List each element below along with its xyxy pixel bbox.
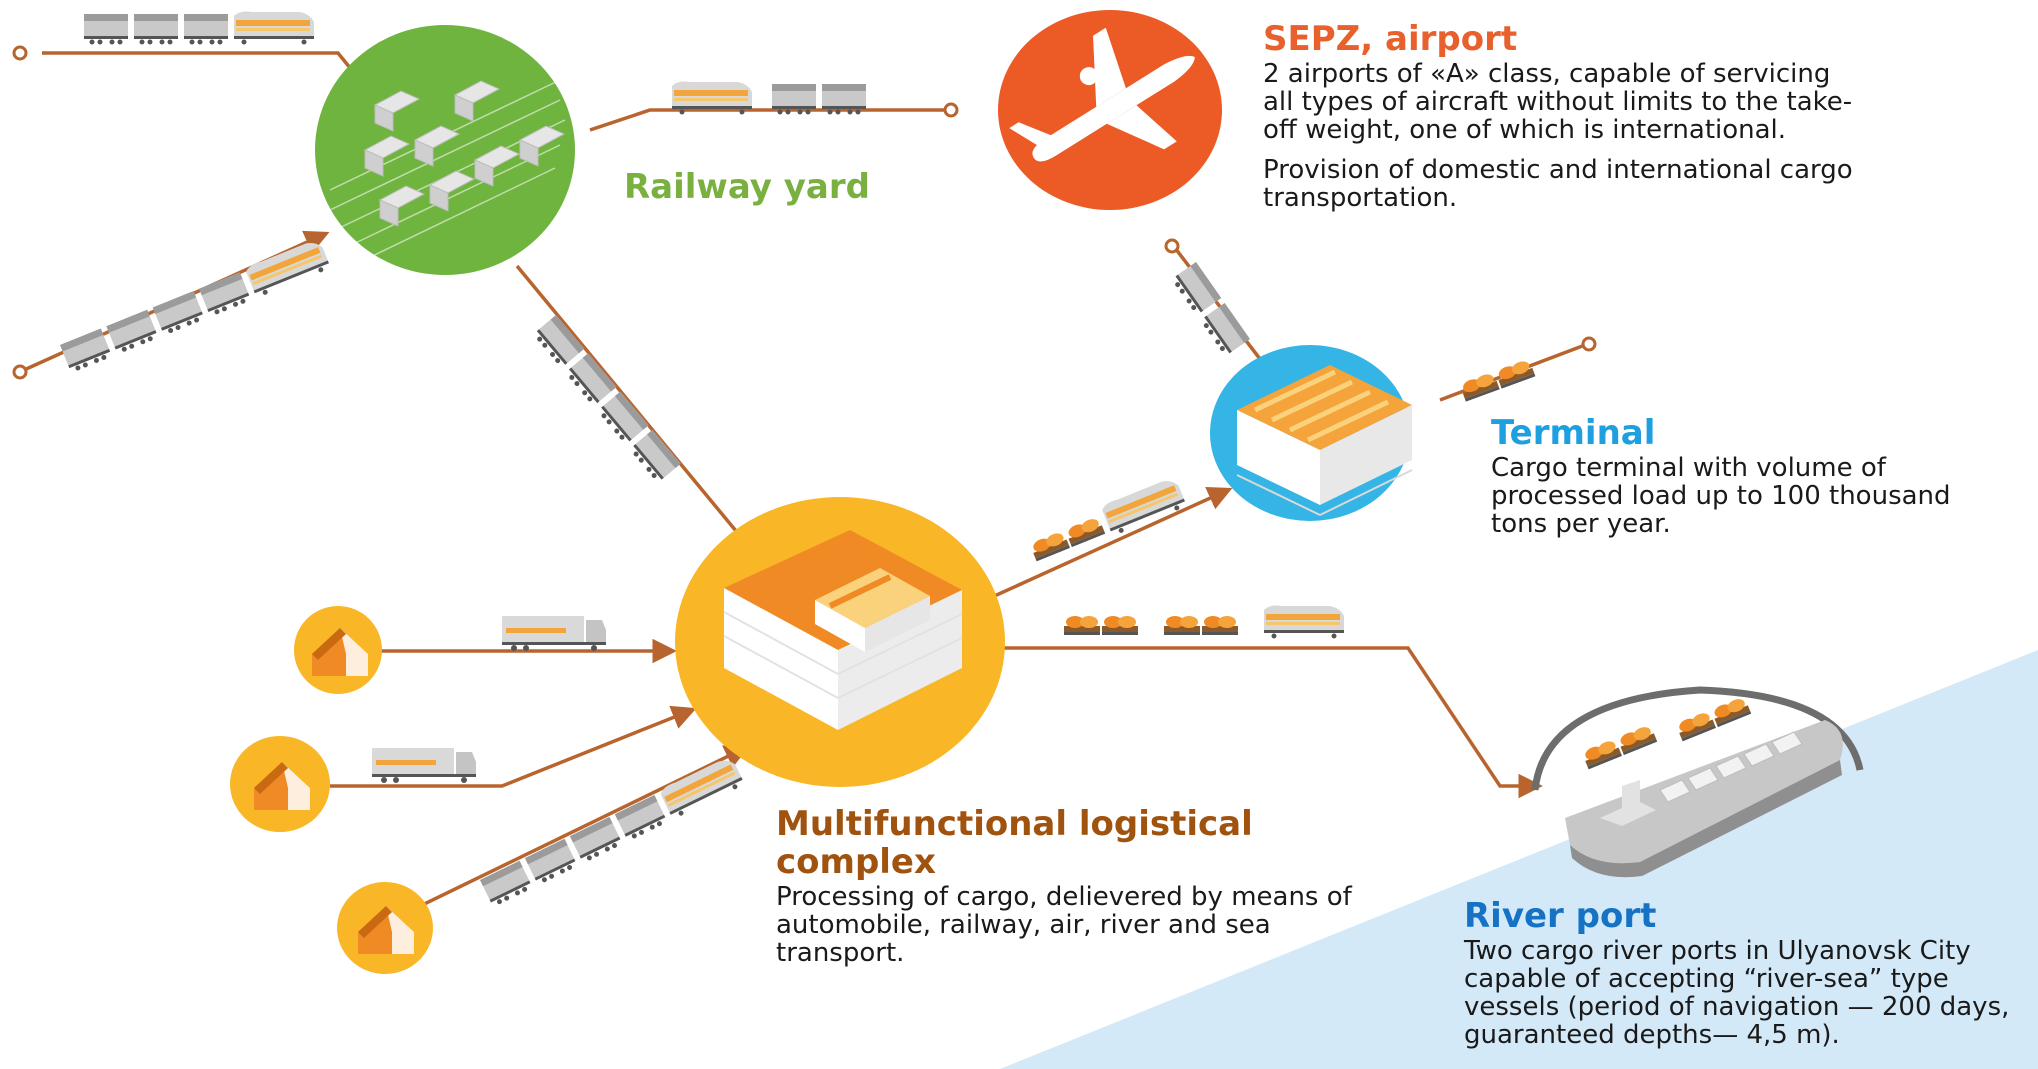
terminal-description: Cargo terminal with volume of processed … xyxy=(1491,454,2011,538)
railway-yard-node xyxy=(315,25,575,275)
terminal-line: processed load up to 100 thousand xyxy=(1491,481,1951,511)
airport-line: off weight, one of which is internationa… xyxy=(1263,115,1787,145)
airplane-icon xyxy=(1009,27,1195,162)
route-rail-in-top xyxy=(42,51,376,99)
warehouse-left-top xyxy=(294,606,382,694)
route-house-bottom xyxy=(374,745,750,930)
river-port-line: capable of accepting “river-sea” type xyxy=(1464,964,1949,994)
wagon-icon xyxy=(1171,262,1250,357)
terminal-title: Terminal xyxy=(1491,413,1656,453)
cargo-ship-icon xyxy=(1565,720,1843,878)
complex-title: Multifunctional logistical complex xyxy=(776,805,1396,881)
airport-node xyxy=(998,10,1222,210)
truck-icon xyxy=(502,616,606,651)
terminal-node xyxy=(1210,345,1413,521)
complex-line: Processing of cargo, delievered by means… xyxy=(776,882,1352,912)
terminal-line: Cargo terminal with volume of xyxy=(1491,453,1886,483)
train-icon xyxy=(1064,605,1344,639)
complex-title-line: complex xyxy=(776,842,936,882)
warehouse-icon xyxy=(1236,365,1413,516)
truck-icon xyxy=(372,748,476,783)
river-port-block: River port Two cargo river ports in Ulya… xyxy=(1464,897,2024,1049)
river-port-description: Two cargo river ports in Ulyanovsk City … xyxy=(1464,937,2024,1049)
river-port-node xyxy=(1531,686,1864,878)
river-port-line: Two cargo river ports in Ulyanovsk City xyxy=(1464,936,1971,966)
complex-title-line: Multifunctional logistical xyxy=(776,804,1253,844)
river-port-line: guaranteed depths— 4,5 m). xyxy=(1464,1020,1840,1050)
terminal-line: tons per year. xyxy=(1491,509,1671,539)
cargo-car-icon xyxy=(1581,723,1658,770)
river-port-title: River port xyxy=(1464,896,1657,936)
complex-node xyxy=(675,497,1005,787)
cargo-car-icon xyxy=(1675,695,1752,742)
complex-line: transport. xyxy=(776,938,905,968)
airport-line: 2 airports of «A» class, capable of serv… xyxy=(1263,59,1831,89)
train-icon xyxy=(60,237,332,374)
route-complex-to-terminal xyxy=(989,486,1233,600)
airport-title: SEPZ, airport xyxy=(1263,19,1518,59)
warehouse-left-bottom xyxy=(337,882,433,974)
route-house-mid xyxy=(330,705,697,788)
route-rail-out xyxy=(589,108,945,132)
river-port-line: vessels (period of navigation — 200 days… xyxy=(1464,992,2010,1022)
airport-line: Provision of domestic and international … xyxy=(1263,155,1853,185)
airport-line: all types of aircraft without limits to … xyxy=(1263,87,1853,117)
terminal-block: Terminal Cargo terminal with volume of p… xyxy=(1491,414,2011,538)
complex-block: Multifunctional logistical complex Proce… xyxy=(776,805,1396,967)
railway-yard-title: Railway yard xyxy=(624,167,870,207)
route-rail-to-complex xyxy=(515,264,762,562)
wagon-icon xyxy=(532,315,681,484)
airport-block: SEPZ, airport 2 airports of «A» class, c… xyxy=(1263,20,1943,224)
train-icon xyxy=(84,11,314,45)
route-complex-to-port xyxy=(1000,646,1543,799)
route-endpoints xyxy=(12,45,1597,380)
complex-description: Processing of cargo, delievered by means… xyxy=(776,883,1396,967)
complex-line: automobile, railway, air, river and sea xyxy=(776,910,1271,940)
wagon-icon xyxy=(363,80,566,227)
warehouse-left-mid xyxy=(230,736,330,832)
airport-line: transportation. xyxy=(1263,183,1458,213)
warehouse-icon xyxy=(723,530,963,730)
airport-description: 2 airports of «A» class, capable of serv… xyxy=(1263,60,1943,212)
